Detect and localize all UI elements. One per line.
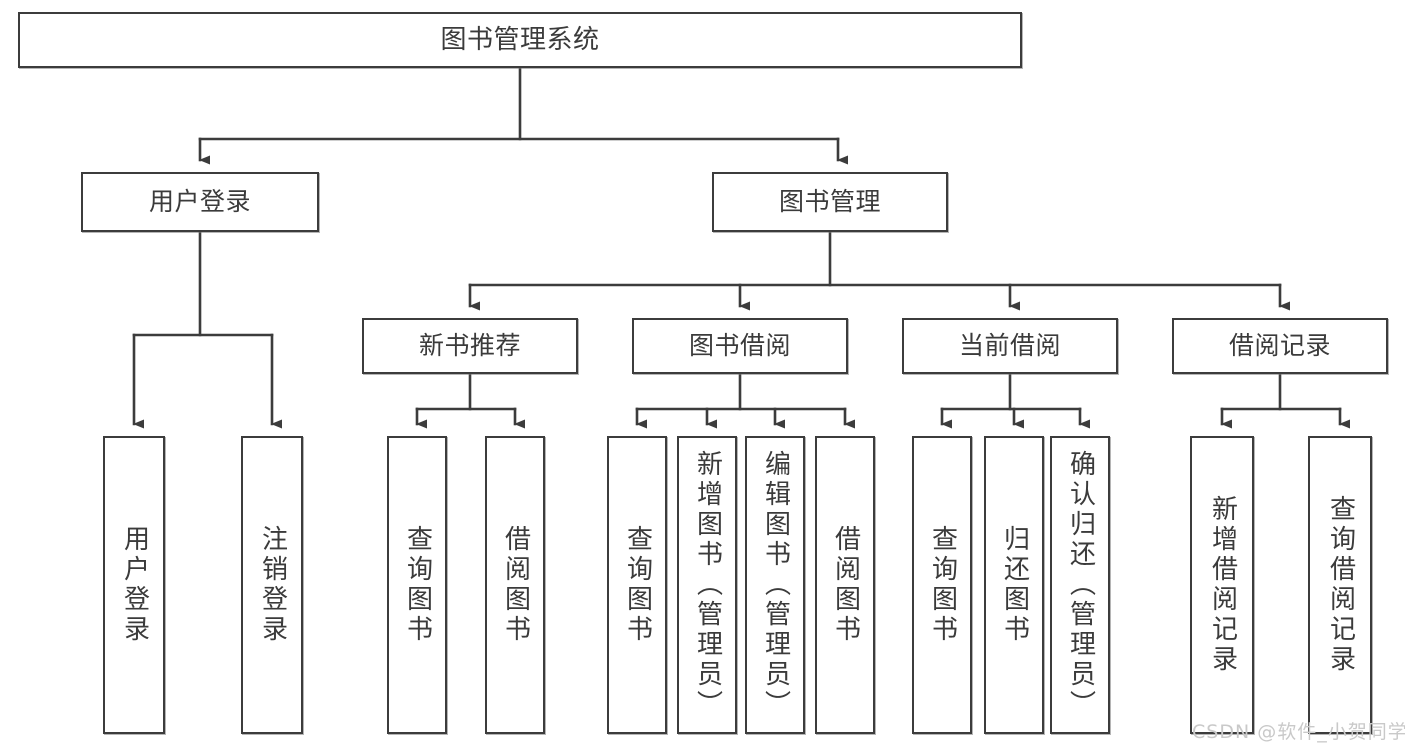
leaf-add-borrow-record[interactable]: 新增借阅记录 <box>1190 436 1254 734</box>
leaf-query-book-nb[interactable]: 查询图书 <box>387 436 447 734</box>
node-book-borrow-label: 图书借阅 <box>688 331 791 361</box>
leaf-borrow-book-bb[interactable]: 借阅图书 <box>815 436 875 734</box>
leaf-add-book-admin[interactable]: 新增图书（管理员） <box>677 436 737 734</box>
leaf-query-book-bb[interactable]: 查询图书 <box>607 436 667 734</box>
node-user-login[interactable]: 用户登录 <box>81 172 319 232</box>
leaf-query-book-cb[interactable]: 查询图书 <box>912 436 972 734</box>
leaf-edit-book-admin-label: 编辑图书（管理员） <box>760 450 791 720</box>
node-root-label: 图书管理系统 <box>440 24 600 55</box>
node-user-login-label: 用户登录 <box>148 187 251 217</box>
leaf-edit-book-admin[interactable]: 编辑图书（管理员） <box>745 436 805 734</box>
node-book-management-label: 图书管理 <box>778 187 881 217</box>
leaf-query-borrow-record-label: 查询借阅记录 <box>1325 495 1356 675</box>
csdn-watermark: CSDN @软件_小贺同学 <box>1192 721 1405 743</box>
leaf-return-book-label: 归还图书 <box>999 525 1030 645</box>
node-book-management[interactable]: 图书管理 <box>712 172 948 232</box>
leaf-confirm-return-admin-label: 确认归还（管理员） <box>1065 450 1096 720</box>
leaf-borrow-book-bb-label: 借阅图书 <box>830 525 861 645</box>
leaf-add-borrow-record-label: 新增借阅记录 <box>1207 495 1238 675</box>
node-new-book-recommend[interactable]: 新书推荐 <box>362 318 578 374</box>
node-current-borrow-label: 当前借阅 <box>958 331 1061 361</box>
node-root[interactable]: 图书管理系统 <box>18 12 1022 68</box>
leaf-query-book-nb-label: 查询图书 <box>402 525 433 645</box>
node-current-borrow[interactable]: 当前借阅 <box>902 318 1118 374</box>
leaf-return-book[interactable]: 归还图书 <box>984 436 1044 734</box>
node-borrow-record-label: 借阅记录 <box>1228 331 1331 361</box>
node-borrow-record[interactable]: 借阅记录 <box>1172 318 1388 374</box>
leaf-add-book-admin-label: 新增图书（管理员） <box>692 450 723 720</box>
leaf-query-book-bb-label: 查询图书 <box>622 525 653 645</box>
leaf-user-login-label: 用户登录 <box>119 525 150 645</box>
leaf-query-book-cb-label: 查询图书 <box>927 525 958 645</box>
leaf-logout-label: 注销登录 <box>257 525 288 645</box>
leaf-user-login[interactable]: 用户登录 <box>103 436 165 734</box>
leaf-borrow-book-nb[interactable]: 借阅图书 <box>485 436 545 734</box>
node-book-borrow[interactable]: 图书借阅 <box>632 318 848 374</box>
node-new-book-recommend-label: 新书推荐 <box>418 331 521 361</box>
leaf-confirm-return-admin[interactable]: 确认归还（管理员） <box>1050 436 1110 734</box>
leaf-logout[interactable]: 注销登录 <box>241 436 303 734</box>
leaf-borrow-book-nb-label: 借阅图书 <box>500 525 531 645</box>
leaf-query-borrow-record[interactable]: 查询借阅记录 <box>1308 436 1372 734</box>
